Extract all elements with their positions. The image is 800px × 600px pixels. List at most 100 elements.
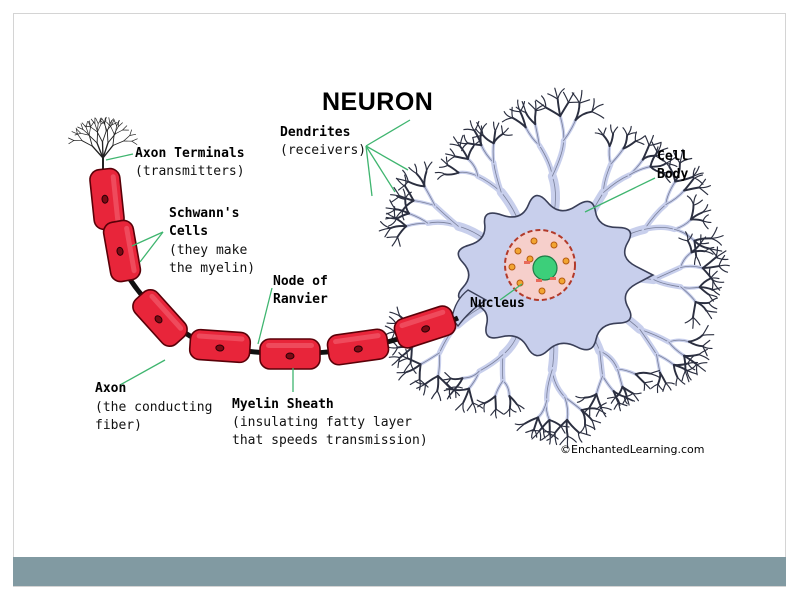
dendrite-branch <box>698 186 709 196</box>
dendrite-branch <box>698 286 711 296</box>
dendrite-branch <box>686 195 695 206</box>
dendrite-branch <box>566 418 580 434</box>
dendrite-branch <box>696 364 706 372</box>
axon-terminal-branch <box>84 125 91 128</box>
dendrite-branch <box>591 103 604 113</box>
label-axon-desc-2: fiber) <box>95 418 142 433</box>
dendrite-branch <box>455 401 464 411</box>
dendrite-branch <box>434 171 446 175</box>
dendrite-edge <box>408 213 429 224</box>
dendrite-branch <box>649 162 667 168</box>
dendrite-branch <box>516 403 522 412</box>
dendrite-branch <box>494 408 497 419</box>
dendrite-branch <box>715 246 719 258</box>
dendrite-branch <box>395 209 404 219</box>
dendrite-branch <box>395 178 409 183</box>
axon-terminal-branch <box>88 134 98 144</box>
dendrite-branch <box>423 161 428 173</box>
label-nucleus: Nucleus <box>470 296 525 311</box>
dendrite-branch <box>695 364 698 376</box>
dendrite-edge <box>665 190 685 205</box>
myelin-highlight <box>266 343 314 348</box>
dendrite-branch <box>595 393 603 409</box>
nucleus-granule <box>508 263 516 271</box>
dendrite-branch <box>683 177 695 192</box>
dendrite-branch <box>449 377 464 381</box>
dendrite-branch <box>574 110 593 122</box>
dendrite-branch <box>475 128 484 136</box>
schwann-cell-nucleus <box>215 344 225 352</box>
axon-terminal-branch <box>103 117 106 124</box>
label-myelin-sheath: Myelin Sheath <box>232 397 334 412</box>
dendrite-branch <box>449 386 463 389</box>
myelin-segment <box>132 288 188 348</box>
dendrite-branch <box>693 174 703 180</box>
dendrite-branch <box>444 372 452 380</box>
dendrite-branch <box>549 138 567 179</box>
axon-terminal-branch <box>123 135 131 142</box>
dendrite-edge <box>596 375 603 395</box>
dendrite-branch <box>476 122 483 132</box>
axon-terminal-branch <box>81 140 93 147</box>
dendrite-branch <box>396 236 401 247</box>
dendrite-branch <box>436 390 442 402</box>
axon-terminal-branch <box>102 144 114 159</box>
schwann-cell-nucleus <box>421 325 431 333</box>
dendrite-edge <box>437 352 440 377</box>
dendrite-branch <box>534 106 547 112</box>
dendrite-branch <box>686 370 692 381</box>
dendrite-branch <box>644 135 650 146</box>
dendrite-branch <box>425 161 433 173</box>
label-myelin-sheath-desc-1: (insulating fatty layer <box>232 415 413 430</box>
dendrite-branch <box>495 408 504 415</box>
dendrite-branch <box>571 92 580 104</box>
dendrite-branch <box>583 393 598 399</box>
myelin-highlight <box>124 225 137 274</box>
dendrite-branch <box>674 162 681 183</box>
dendrite-edge <box>599 350 603 377</box>
label-schwann-cells-1: Schwann's <box>169 206 240 221</box>
dendrite-branch <box>469 120 476 132</box>
dendrite-edge <box>680 265 704 269</box>
label-schwann-cells-2: Cells <box>169 224 209 239</box>
dendrite-branch <box>690 249 706 254</box>
axon-terminal-branch <box>88 134 93 147</box>
axon-terminal-branch <box>117 122 123 128</box>
dendrite-branch <box>708 302 718 310</box>
dendrite-branch <box>398 357 409 363</box>
dendrite-branch <box>665 382 675 385</box>
myelin-highlight <box>333 333 381 345</box>
dendrite-branch <box>484 395 497 404</box>
dendrite-branch <box>404 174 407 187</box>
axon-terminal-branch <box>110 126 115 135</box>
axon-drawing <box>89 167 460 370</box>
dendrite-branch <box>503 111 514 119</box>
dendrite-edge <box>478 354 504 372</box>
dendrite-branch <box>687 233 693 242</box>
dendrite-edge <box>668 339 690 343</box>
myelin-segment <box>188 328 252 364</box>
nucleus-drawing <box>504 229 576 301</box>
dendrite-branch <box>578 424 586 434</box>
dendrite-branch <box>536 398 549 420</box>
dendrite-branch <box>698 178 707 189</box>
dendrite-branch <box>404 185 415 202</box>
label-leader-line <box>131 231 164 247</box>
dendrite-branch <box>665 382 672 391</box>
dendrite-branch <box>673 151 681 164</box>
dendrite-branch <box>542 428 546 439</box>
axon-terminal-branch <box>88 126 91 136</box>
axon-terminal-branch <box>90 121 95 128</box>
dendrite-branch <box>501 117 514 123</box>
dendrite-branch <box>700 242 710 245</box>
dendrite-branch <box>649 165 665 174</box>
myelin-highlight <box>196 333 245 342</box>
dendrite-branch <box>384 325 396 333</box>
axon-terminal-branch <box>104 116 107 124</box>
dendrite-branch <box>708 297 718 304</box>
axon-terminal-branch <box>106 121 112 127</box>
dendrite-branch <box>612 390 620 404</box>
axon-terminal-branch <box>129 133 137 136</box>
dendrite-branch <box>461 142 469 152</box>
label-myelin-sheath-desc-2: that speeds transmission) <box>232 433 428 448</box>
